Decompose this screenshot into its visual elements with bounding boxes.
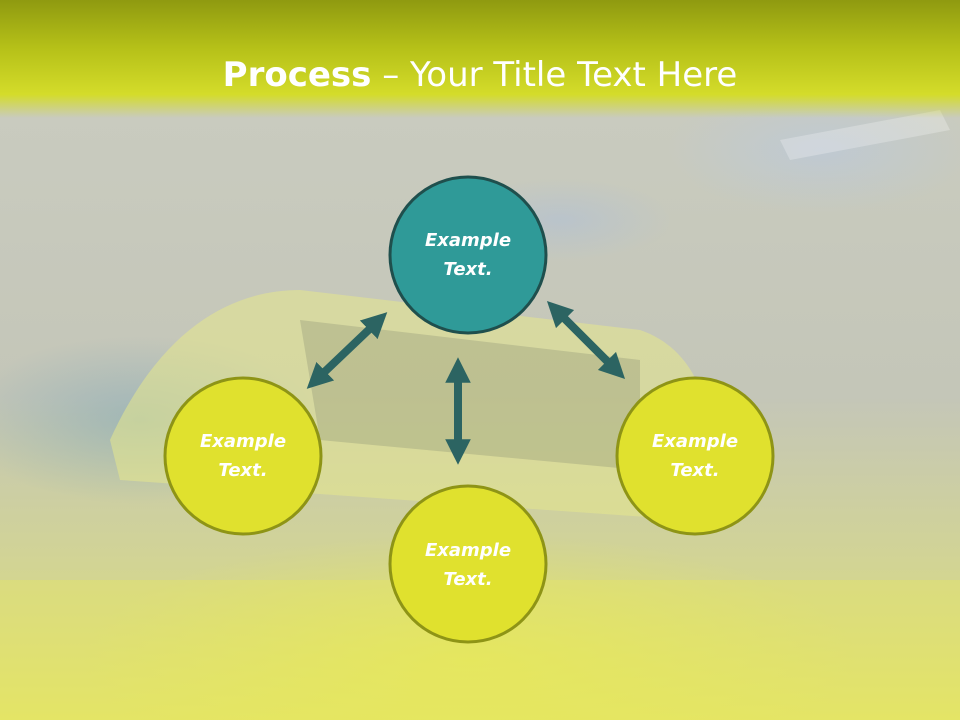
node-top-label: Example Text. [390, 226, 546, 284]
node-bottom-line2: Text. [443, 569, 493, 590]
node-left-line2: Text. [218, 460, 268, 481]
arrow-top-left [306, 312, 388, 389]
node-right-line2: Text. [670, 460, 720, 481]
node-top-circle [388, 175, 548, 335]
node-bottom-label: Example Text. [390, 536, 546, 594]
node-left-circle [163, 376, 323, 536]
node-bottom-circle [388, 484, 548, 644]
arrow-top-right [546, 300, 626, 380]
header-bar [0, 0, 960, 118]
title-bold: Process [222, 55, 372, 95]
title-dash: – [371, 55, 411, 95]
node-top-line1: Example [424, 230, 512, 251]
node-right-circle [615, 376, 775, 536]
node-right-line1: Example [651, 431, 739, 452]
node-bottom-line1: Example [424, 540, 512, 561]
node-right-label: Example Text. [617, 427, 773, 485]
node-top-line2: Text. [443, 259, 493, 280]
node-left-line1: Example [199, 431, 287, 452]
node-left-label: Example Text. [165, 427, 321, 485]
title-rest: Your Title Text Here [410, 55, 738, 95]
slide-title: Process – Your Title Text Here [0, 55, 960, 95]
